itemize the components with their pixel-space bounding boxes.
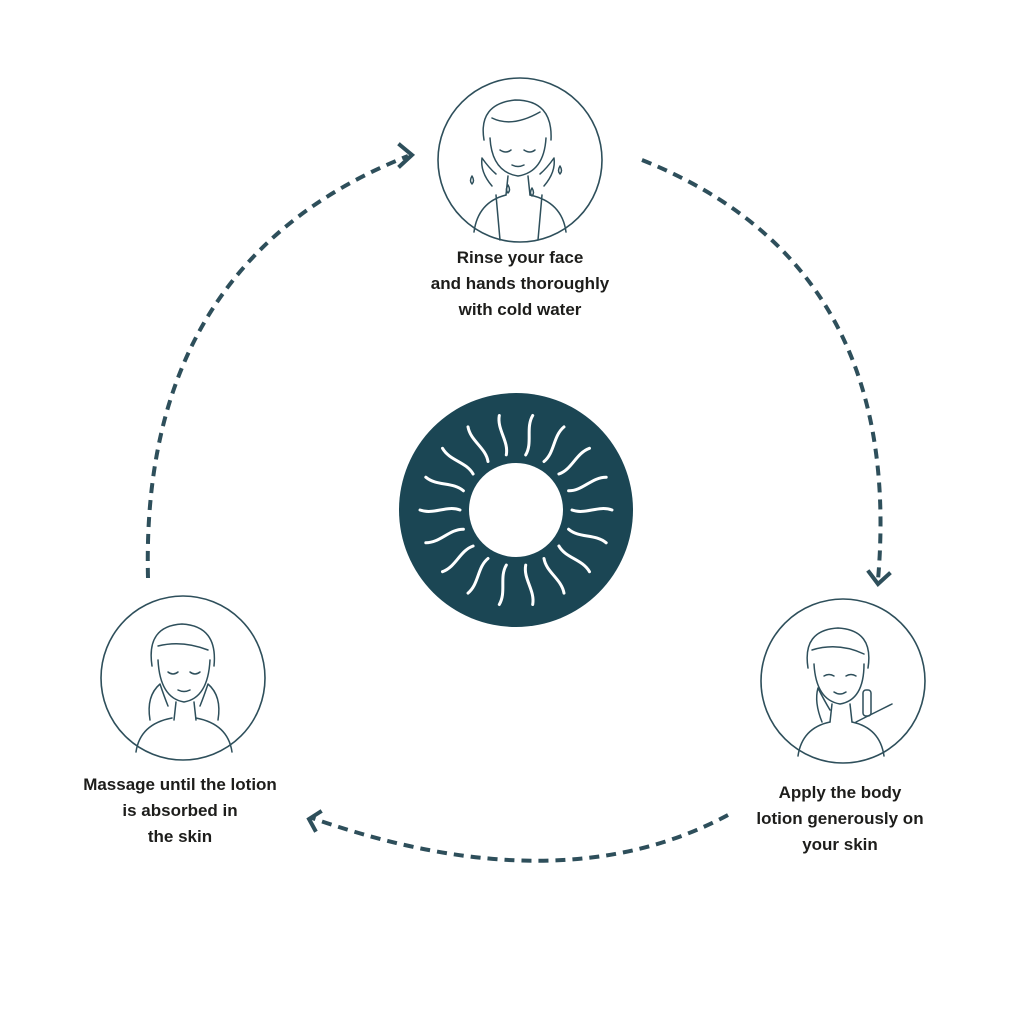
- woman-rinsing-face-icon: [469, 99, 567, 241]
- sun-ray: [466, 425, 490, 463]
- step-apply-line-2: lotion generously on: [756, 809, 924, 828]
- step-rinse-label: Rinse your face and hands thoroughly wit…: [390, 245, 650, 323]
- step-apply-label: Apply the body lotion generously on your…: [720, 780, 960, 858]
- sun-ray: [542, 557, 566, 595]
- arrow-apply-to-massage: [311, 813, 729, 863]
- sun-icon: [399, 393, 633, 627]
- step-apply-line-3: your skin: [802, 835, 878, 854]
- arrowhead-rinse-to-apply: [866, 569, 892, 587]
- step-massage-illustration: [100, 595, 266, 761]
- step-massage-line-1: Massage until the lotion: [83, 775, 277, 794]
- step-rinse-illustration: [437, 77, 603, 243]
- arrowhead-apply-to-massage: [306, 809, 323, 833]
- sun-ray: [557, 544, 591, 574]
- woman-applying-lotion-icon: [797, 627, 893, 757]
- step-rinse-line-3: with cold water: [458, 300, 582, 319]
- step-apply-illustration: [760, 598, 926, 764]
- sun-ray: [466, 557, 490, 595]
- step-massage-label: Massage until the lotion is absorbed in …: [50, 772, 310, 850]
- arrow-rinse-to-apply: [641, 158, 883, 581]
- step-massage-line-2: is absorbed in: [122, 801, 238, 820]
- woman-massaging-face-icon: [135, 623, 233, 753]
- sun-ray: [567, 527, 608, 545]
- sun-ray: [441, 446, 475, 476]
- sun-ray: [557, 446, 591, 476]
- arrowhead-massage-to-rinse: [397, 142, 416, 169]
- step-apply-line-1: Apply the body: [778, 783, 902, 802]
- sun-ray: [567, 475, 608, 493]
- sun-ray: [418, 507, 462, 513]
- sun-ray: [524, 414, 535, 457]
- sun-ray: [441, 544, 475, 574]
- arrow-massage-to-rinse: [145, 154, 409, 579]
- sun-ray: [570, 507, 614, 513]
- step-massage-line-3: the skin: [147, 827, 213, 846]
- sun-ray: [497, 414, 509, 457]
- sun-ray: [542, 425, 566, 463]
- step-rinse-line-1: Rinse your face: [456, 248, 584, 267]
- sun-ray: [497, 563, 508, 606]
- sun-ray: [424, 475, 465, 493]
- step-rinse-line-2: and hands thoroughly: [430, 274, 610, 293]
- sun-ray: [424, 527, 465, 545]
- sun-ray: [523, 563, 535, 606]
